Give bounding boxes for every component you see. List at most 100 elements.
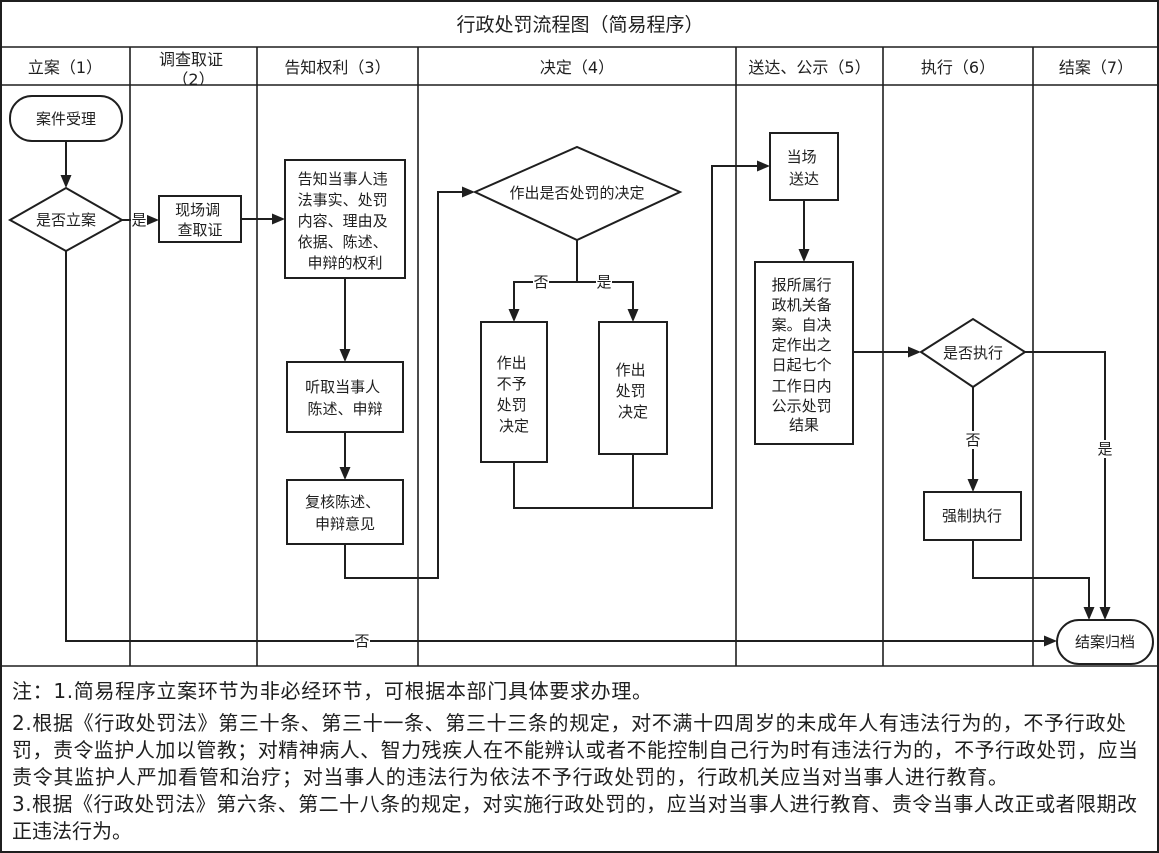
lane-header-investigation-line: 调查取证	[159, 50, 223, 69]
node-report-publish	[754, 261, 854, 445]
arrowhead-down	[1099, 607, 1111, 620]
lane-header-notification: 告知权利（3）	[284, 58, 390, 77]
node-investigate	[158, 195, 242, 243]
node-hear-statement	[286, 361, 404, 433]
arrowhead-down	[967, 479, 979, 492]
lane-header-investigation-cell: 调查取证 （2）	[159, 50, 223, 89]
arrowhead-down	[1083, 607, 1095, 620]
node-text-line: 依据、陈述、	[298, 233, 388, 251]
node-text-line: 申辩意见	[315, 515, 375, 533]
arrowhead-right	[757, 160, 770, 172]
lane-header-delivery: 送达、公示（5）	[748, 58, 870, 77]
node-notify-rights-label: 告知当事人违 法事实、处罚 内容、理由及 依据、陈述、 申辩的权利	[298, 170, 393, 272]
note-line: 2.根据《行政处罚法》第三十条、第三十一条、第三十三条的规定，对不满十四周岁的未…	[12, 711, 1126, 735]
note-line: 正违法行为。	[12, 819, 132, 843]
node-text-line: 处罚	[616, 382, 646, 400]
node-hear-statement-label: 听取当事人 陈述、申辩	[305, 378, 385, 418]
arrow-file-no-to-close	[65, 251, 1049, 642]
node-text-line: 报所属行	[772, 276, 832, 294]
lane-header-filing: 立案（1）	[28, 58, 102, 77]
node-deliver	[769, 132, 839, 201]
node-close-archive-label: 结案归档	[1075, 633, 1135, 651]
lane-header-investigation-line: （2）	[172, 70, 214, 89]
note-line: 罚，责令监护人加以管教；对精神病人、智力残疾人在不能辨认或者不能控制自己行为时有…	[12, 738, 1138, 762]
node-case-accept	[9, 95, 123, 142]
arrowhead-down	[627, 309, 639, 322]
diagram-title: 行政处罚流程图（简易程序）	[456, 14, 703, 36]
lane-header-execution: 执行（6）	[921, 58, 995, 77]
edge-label-execute-yes: 是	[1097, 440, 1112, 458]
node-no-penalty-label: 作出 不予 处罚 决定	[497, 354, 532, 435]
arrowhead-right	[146, 214, 159, 226]
node-text-line: 法事实、处罚	[298, 191, 388, 209]
node-close-archive	[1056, 619, 1154, 665]
node-text-line: 内容、理由及	[298, 212, 388, 230]
node-text-line: 日起七个	[772, 356, 832, 374]
edge-label-execute-no: 否	[965, 431, 980, 449]
edge-label-file-no: 否	[354, 632, 369, 650]
node-case-accept-label: 案件受理	[36, 110, 96, 128]
edge-label-bg	[131, 211, 147, 229]
arrowhead-down	[798, 249, 810, 262]
node-penalty	[598, 321, 668, 455]
decision-execute-label: 是否执行	[943, 344, 1003, 362]
arrowhead-down	[339, 349, 351, 362]
edge-label-penalty-no: 否	[533, 273, 548, 291]
decision-file-case-label: 是否立案	[36, 211, 96, 229]
arrowhead-down	[339, 467, 351, 480]
node-text-line: 结果	[789, 416, 819, 434]
node-text-line: 决定	[499, 417, 529, 435]
node-text-line: 不予	[497, 375, 527, 393]
node-enforce	[923, 491, 1022, 541]
node-report-publish-label: 报所属行 政机关备 案。自决 定作出之 日起七个 工作日内 公示处罚 结果	[772, 276, 837, 434]
edge-labels: 是 否 否 是 否 是	[131, 211, 1113, 650]
arrow-penalty-yes	[577, 281, 634, 314]
lane-dividers	[129, 47, 1034, 666]
note-line: 责令其监护人严加看管和治疗；对当事人的违法行为依法不予行政处罚的，行政机关应当对…	[12, 765, 1008, 789]
arrowhead-right	[272, 213, 285, 225]
node-text-line: 申辩的权利	[307, 254, 382, 272]
decision-penalty	[472, 145, 683, 242]
arrowhead-down	[60, 175, 72, 188]
node-text-line: 现场调	[175, 201, 220, 219]
node-text-line: 案。自决	[772, 316, 832, 334]
arrowhead-right	[1044, 635, 1057, 647]
arrow-penalty-no	[513, 281, 577, 314]
decision-penalty-label: 作出是否处罚的决定	[509, 184, 644, 202]
node-text-line: 查取证	[177, 221, 222, 239]
node-text-line: 作出	[497, 354, 527, 372]
node-text-line: 公示处罚	[772, 397, 832, 415]
lane-header-decision: 决定（4）	[540, 58, 614, 77]
node-text-line: 告知当事人违	[298, 170, 388, 188]
node-text-line: 决定	[618, 403, 648, 421]
node-text-line: 定作出之	[772, 336, 832, 354]
node-text-line: 作出	[616, 361, 646, 379]
node-text-line: 政机关备	[772, 296, 832, 314]
arrow-review-to-penalty-decision	[344, 191, 467, 579]
node-text-line: 处罚	[497, 396, 527, 414]
lane-headers: 立案（1） 调查取证 （2） 告知权利（3） 决定（4） 送达、公示（5） 执行…	[28, 50, 1133, 89]
connectors	[60, 141, 1111, 647]
decision-file-case	[7, 186, 125, 253]
edge-label-bg	[1097, 440, 1113, 458]
node-no-penalty	[480, 321, 548, 463]
arrow-execute-yes-to-close	[1025, 351, 1106, 612]
edge-label-bg	[354, 632, 370, 650]
node-review-statement-label: 复核陈述、 申辩意见	[305, 493, 385, 533]
edge-label-bg	[596, 273, 612, 291]
decision-execute	[919, 317, 1027, 389]
node-investigate-label: 现场调 查取证	[175, 201, 225, 239]
arrow-decisions-to-deliver	[513, 165, 762, 509]
node-text-line: 陈述、申辩	[307, 400, 382, 418]
notes: 注：1.简易程序立案环节为非必经环节，可根据本部门具体要求办理。 2.根据《行政…	[12, 679, 1138, 843]
node-text-line: 送达	[789, 170, 819, 188]
note-line: 注：1.简易程序立案环节为非必经环节，可根据本部门具体要求办理。	[12, 679, 652, 703]
node-notify-rights	[284, 159, 406, 279]
node-text-line: 工作日内	[772, 377, 832, 395]
nodes: 案件受理 是否立案 现场调 查取证 告知当事人违 法事实、处罚 内容、理由及 依…	[7, 95, 1154, 665]
node-text-line: 当场	[787, 148, 817, 166]
node-review-statement	[286, 479, 404, 545]
edge-label-file-yes: 是	[131, 211, 146, 229]
